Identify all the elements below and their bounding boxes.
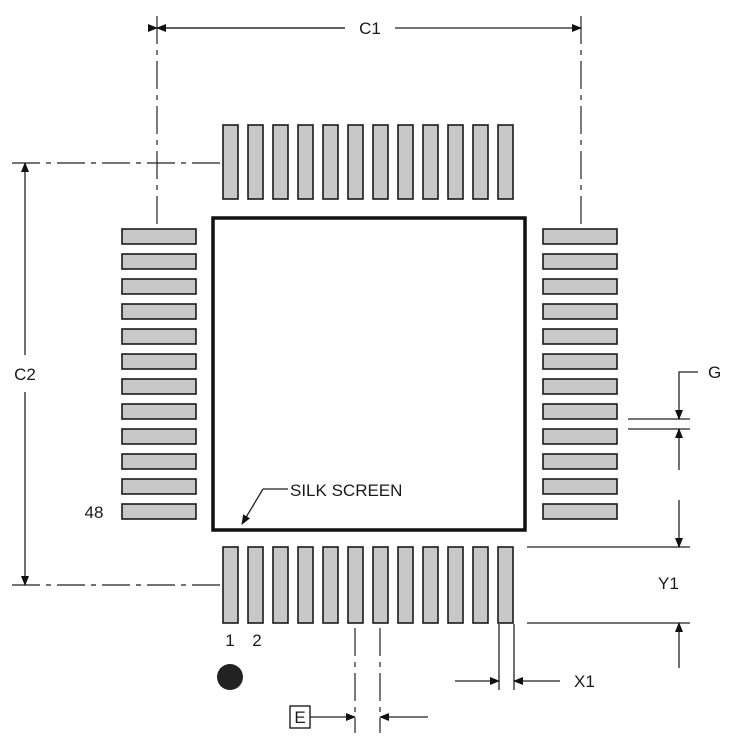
g-label: G	[708, 363, 721, 382]
c2-label: C2	[14, 365, 36, 384]
right-pad	[542, 253, 618, 270]
right-pad	[542, 378, 618, 395]
pin-1-marker	[217, 664, 243, 690]
bottom-pad	[497, 546, 514, 624]
pin-1-label: 1	[225, 631, 234, 650]
g-leader	[675, 371, 698, 420]
bottom-pad	[247, 546, 264, 624]
right-pad	[542, 328, 618, 345]
top-pad	[422, 124, 439, 200]
top-pad	[322, 124, 339, 200]
right-pad	[542, 403, 618, 420]
c1-label: C1	[359, 19, 381, 38]
left-pad	[121, 403, 197, 420]
bottom-pad	[372, 546, 389, 624]
left-pad	[121, 253, 197, 270]
bottom-pad	[472, 546, 489, 624]
left-pad	[121, 303, 197, 320]
left-pad	[121, 503, 197, 520]
right-pad	[542, 228, 618, 245]
right-pad	[542, 428, 618, 445]
component-outline	[211, 216, 527, 532]
left-pad	[121, 353, 197, 370]
top-pad	[272, 124, 289, 200]
top-pad	[222, 124, 239, 200]
bottom-pad	[322, 546, 339, 624]
top-pad	[397, 124, 414, 200]
y1-label: Y1	[658, 574, 679, 593]
right-pad	[542, 303, 618, 320]
top-pad	[372, 124, 389, 200]
bottom-pad	[347, 546, 364, 624]
left-pad	[121, 328, 197, 345]
right-pad	[542, 353, 618, 370]
bottom-pad	[222, 546, 239, 624]
pin-2-label: 2	[252, 631, 261, 650]
right-pad	[542, 478, 618, 495]
top-pad	[472, 124, 489, 200]
right-pad	[542, 453, 618, 470]
pin-48-label: 48	[85, 503, 104, 522]
left-pad	[121, 378, 197, 395]
left-pad	[121, 228, 197, 245]
bottom-pad	[422, 546, 439, 624]
bottom-pad	[272, 546, 289, 624]
left-pad	[121, 428, 197, 445]
top-pad	[447, 124, 464, 200]
top-pad	[347, 124, 364, 200]
e-label-box	[289, 705, 311, 729]
right-pad	[542, 278, 618, 295]
silk-screen-leader-arrow	[241, 488, 264, 525]
top-pad	[297, 124, 314, 200]
bottom-pad	[297, 546, 314, 624]
right-pad	[542, 503, 618, 520]
e-label: E	[294, 708, 305, 727]
pads	[121, 124, 618, 624]
left-pad	[121, 478, 197, 495]
silk-screen-label: SILK SCREEN	[290, 481, 402, 500]
bottom-pad	[447, 546, 464, 624]
left-pad	[121, 453, 197, 470]
top-pad	[497, 124, 514, 200]
bottom-pad	[397, 546, 414, 624]
x1-label: X1	[574, 672, 595, 691]
top-pad	[247, 124, 264, 200]
left-pad	[121, 278, 197, 295]
